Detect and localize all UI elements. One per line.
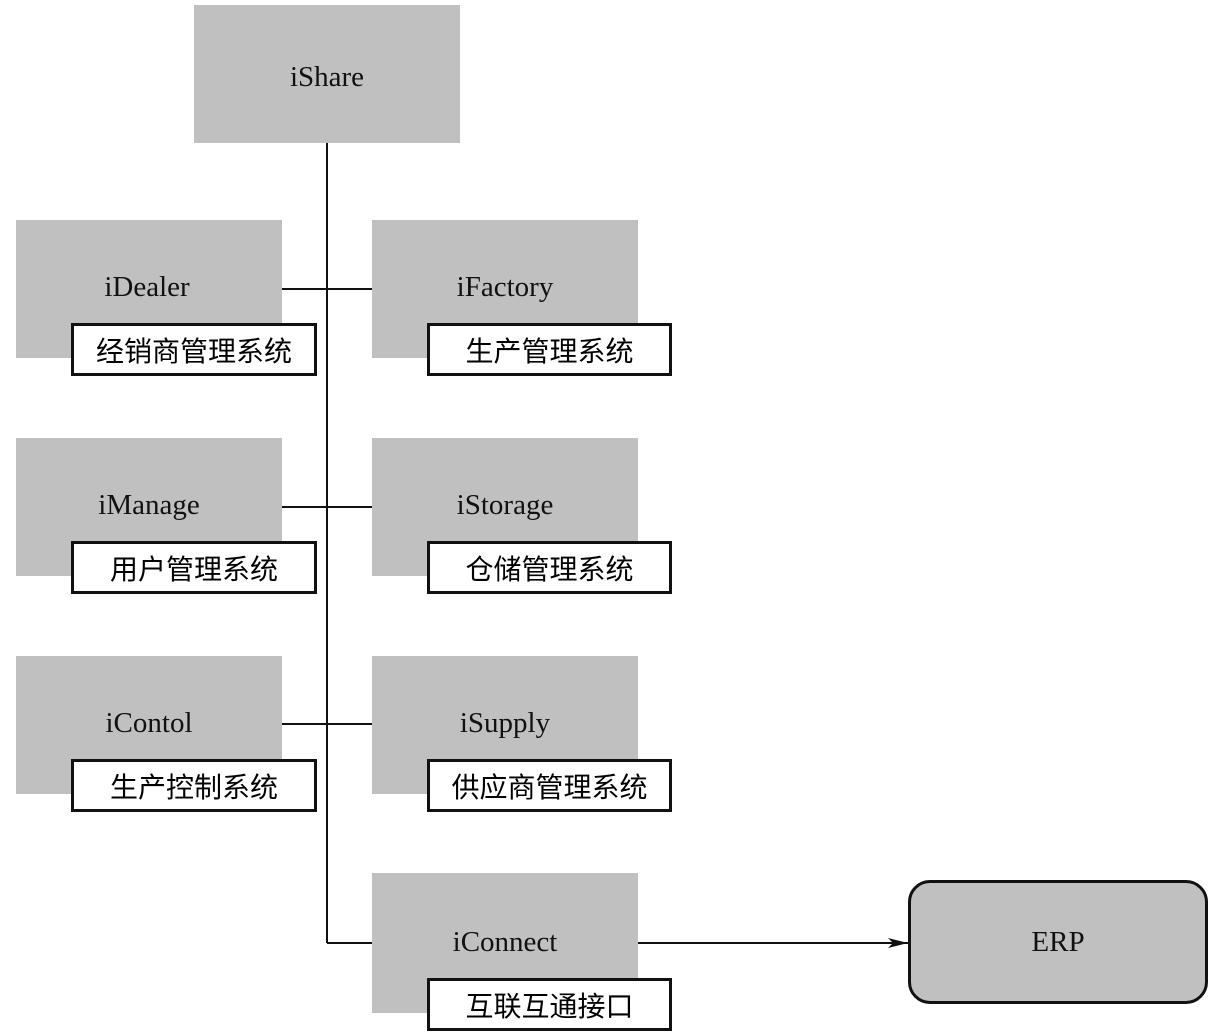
node-erp-name: ERP [1031, 925, 1085, 958]
node-icontol-name: iContol [105, 707, 193, 739]
node-ishare: iShare [194, 5, 460, 143]
node-icontol-desc: 生产控制系统 [71, 759, 317, 812]
node-ifactory-desc: 生产管理系统 [427, 323, 672, 376]
node-imanage-desc: 用户管理系统 [71, 541, 317, 594]
node-istorage-name: iStorage [456, 489, 554, 521]
node-istorage-desc: 仓储管理系统 [427, 541, 672, 594]
node-idealer-name: iDealer [104, 271, 190, 303]
node-iconnect-desc: 互联互通接口 [427, 978, 672, 1031]
node-iconnect-name: iConnect [452, 926, 558, 958]
node-erp: ERP [908, 880, 1208, 1004]
node-isupply-desc: 供应商管理系统 [427, 759, 672, 812]
node-ifactory-name: iFactory [456, 271, 554, 303]
node-ishare-name: iShare [289, 61, 365, 93]
node-idealer-desc: 经销商管理系统 [71, 323, 317, 376]
node-imanage-name: iManage [98, 489, 200, 521]
node-isupply-name: iSupply [459, 707, 551, 739]
